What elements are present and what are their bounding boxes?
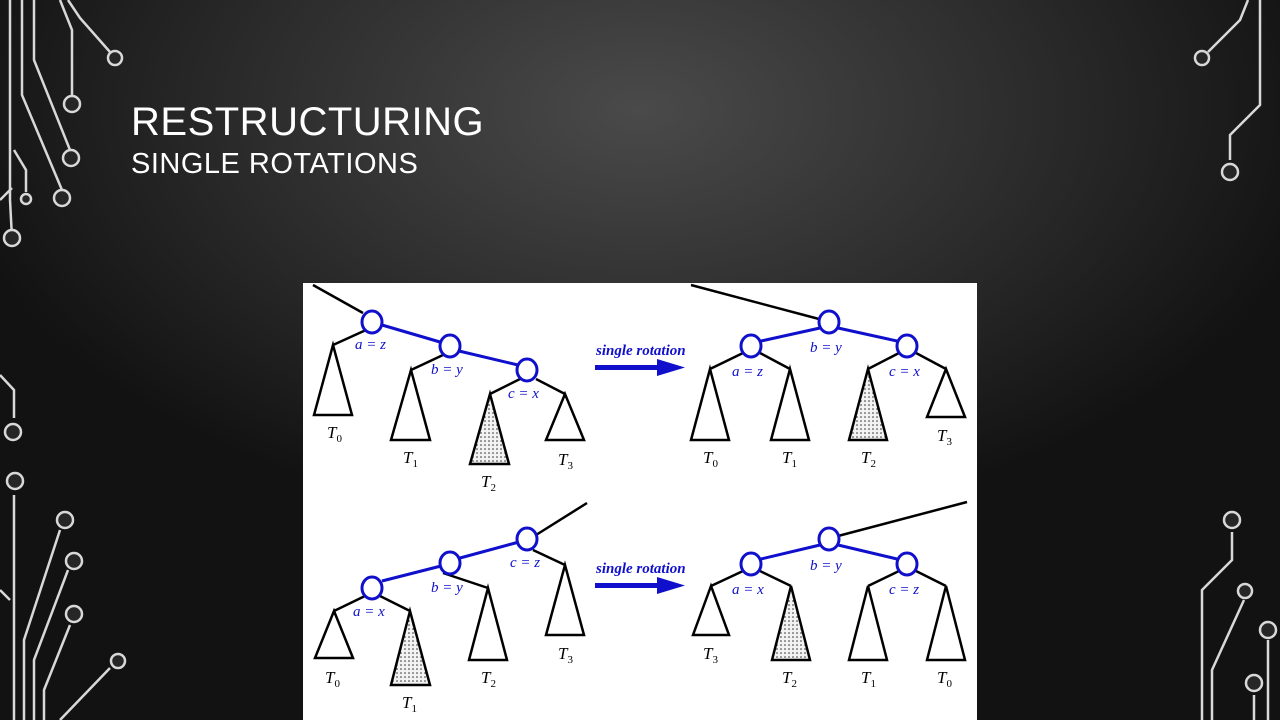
subtree-triangle: [770, 585, 812, 662]
node-label: b = y: [810, 558, 842, 574]
arrow-label: single rotation: [595, 561, 686, 577]
node-label: b = y: [431, 580, 463, 596]
rotation-diagram: a = z b = y c = x T0 T1 T2 T3 single rot…: [303, 283, 977, 720]
subtree-triangle: [691, 582, 731, 637]
node-label: c = x: [889, 364, 920, 380]
subtree-label: T2: [782, 668, 797, 690]
subtree-triangle: [847, 585, 889, 662]
subtree-label: T1: [861, 668, 876, 690]
subtree-triangle: [389, 365, 432, 442]
node-label: c = z: [510, 555, 540, 571]
subtree-triangle: [544, 390, 586, 442]
subtree-label: T3: [703, 644, 718, 666]
tree-node: [895, 551, 919, 577]
tree-node: [817, 309, 841, 335]
subtree-triangle: [769, 364, 811, 442]
subtree-label: T0: [703, 448, 718, 470]
subtree-label: T1: [403, 448, 418, 470]
title-block: RESTRUCTURING SINGLE ROTATIONS: [131, 100, 484, 182]
tree-node: [515, 526, 539, 552]
subtree-label: T0: [327, 423, 342, 445]
subtree-label: T3: [558, 644, 573, 666]
bottom-before-tree: c = z b = y a = x T0 T1 T2 T3: [313, 501, 588, 715]
slide-title: RESTRUCTURING: [131, 100, 485, 144]
node-label: a = x: [353, 604, 385, 620]
node-label: b = y: [810, 340, 842, 356]
subtree-label: T1: [402, 693, 417, 715]
subtree-triangle: [847, 364, 889, 442]
tree-node: [438, 550, 462, 576]
node-label: a = x: [732, 582, 764, 598]
rotation-diagram-svg: a = z b = y c = x T0 T1 T2 T3 single rot…: [312, 283, 968, 715]
bottom-after-tree: b = y a = x c = z T3 T2 T1 T0: [691, 500, 968, 690]
rotation-arrow: single rotation: [595, 343, 686, 376]
subtree-triangle: [313, 607, 355, 660]
subtree-label: T2: [861, 448, 876, 470]
tree-node: [739, 333, 763, 359]
subtree-triangle: [312, 340, 354, 417]
tree-node: [438, 333, 462, 359]
node-label: a = z: [355, 337, 386, 353]
tree-node: [895, 333, 919, 359]
rotation-arrow: single rotation: [595, 561, 686, 594]
subtree-label: T1: [782, 448, 797, 470]
tree-node: [360, 575, 384, 601]
tree-node: [515, 357, 539, 383]
slide-subtitle: SINGLE ROTATIONS: [131, 148, 419, 180]
subtree-label: T3: [558, 450, 573, 472]
top-after-tree: b = y a = z c = x T0 T1 T2 T3: [689, 283, 967, 470]
tree-node: [817, 526, 841, 552]
subtree-label: T3: [937, 426, 952, 448]
node-label: b = y: [431, 362, 463, 378]
top-before-tree: a = z b = y c = x T0 T1 T2 T3: [312, 283, 586, 494]
subtree-triangle: [925, 365, 967, 419]
tree-node: [360, 309, 384, 335]
subtree-triangle: [389, 606, 432, 687]
subtree-triangle: [544, 560, 586, 637]
subtree-triangle: [467, 583, 509, 662]
subtree-label: T0: [325, 668, 340, 690]
subtree-triangle: [925, 585, 967, 662]
tree-node: [739, 551, 763, 577]
subtree-triangle: [468, 389, 511, 466]
subtree-triangle: [689, 364, 731, 442]
node-label: c = z: [889, 582, 919, 598]
node-label: c = x: [508, 386, 539, 402]
subtree-label: T0: [937, 668, 952, 690]
arrow-label: single rotation: [595, 343, 686, 359]
subtree-label: T2: [481, 668, 496, 690]
subtree-label: T2: [481, 472, 496, 494]
node-label: a = z: [732, 364, 763, 380]
